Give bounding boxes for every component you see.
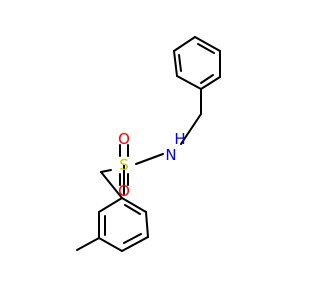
aromatic-inner-bond — [200, 74, 214, 84]
bond — [173, 36, 196, 52]
molecule-canvas: N H S O O — [76, 36, 221, 252]
top-phenyl-ring — [173, 36, 221, 90]
bond — [180, 113, 202, 145]
bond — [200, 76, 221, 90]
bond — [100, 169, 112, 173]
oxygen-bottom-atom-label: O — [118, 182, 130, 200]
sulfonamide-group — [119, 144, 164, 195]
aromatic-inner-bond — [178, 54, 182, 72]
bond — [98, 197, 123, 213]
bond — [98, 237, 123, 252]
ethyl-linker — [180, 88, 202, 145]
aromatic-inner-bond — [197, 43, 215, 54]
bond — [121, 197, 147, 213]
aromatic-inner-bond — [124, 204, 141, 215]
bond — [176, 75, 202, 90]
molecule-structure: N H S O O — [76, 36, 221, 252]
sulfur-atom-label: S — [119, 156, 129, 174]
bond — [121, 236, 149, 252]
nitrogen-atom-label: N — [165, 146, 176, 164]
methyl-bond — [76, 237, 100, 251]
bond — [173, 50, 178, 77]
bond — [135, 153, 164, 165]
oxygen-top-atom-label: O — [118, 130, 130, 148]
benzyl-linker — [100, 169, 123, 199]
aromatic-inner-bond — [123, 233, 142, 244]
bond — [194, 36, 221, 52]
nh-hydrogen-label: H — [174, 130, 185, 148]
bottom-methylphenyl-ring — [76, 197, 149, 252]
bond — [145, 211, 149, 238]
bond — [100, 171, 123, 199]
